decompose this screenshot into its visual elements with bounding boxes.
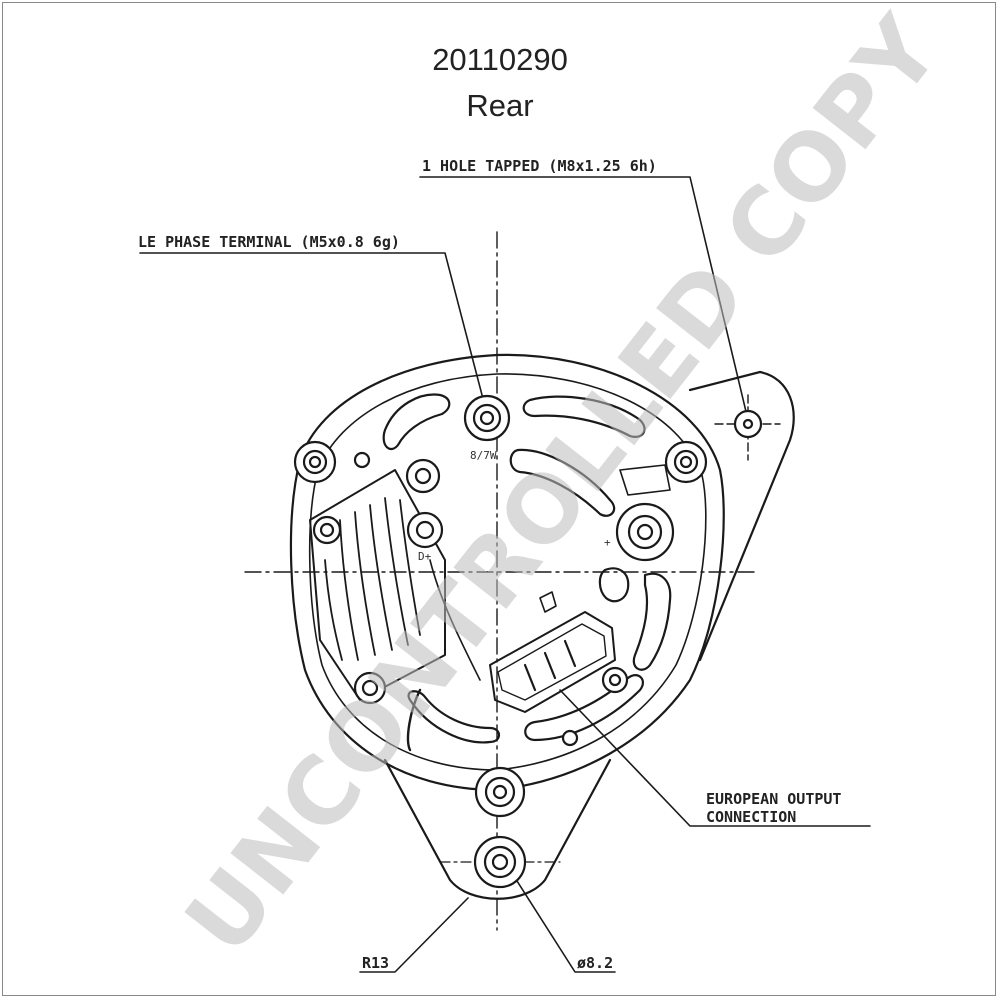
phase-terminal-label: LE PHASE TERMINAL (M5x0.8 6g) xyxy=(138,233,400,251)
european-output-connector xyxy=(489,611,616,713)
plus-mark: + xyxy=(604,536,611,549)
d-plus-mark: D+ xyxy=(418,550,432,563)
hole-tapped-label: 1 HOLE TAPPED (M8x1.25 6h) xyxy=(422,157,657,175)
tapped-hole xyxy=(733,409,763,439)
right-mount-ear xyxy=(688,370,795,662)
small-hole-left xyxy=(353,451,371,469)
leader-phase-terminal xyxy=(139,252,489,419)
d-plus-terminal xyxy=(406,511,444,549)
small-hole-bottom xyxy=(561,729,579,747)
slot-top-right xyxy=(522,395,646,438)
bottom-center-boss xyxy=(474,766,526,818)
slot-right-lower xyxy=(632,572,672,671)
uncontrolled-copy-watermark: UNCONTROLLED COPY xyxy=(165,0,961,974)
lower-mount-hole xyxy=(473,835,527,889)
housing-inner-ring xyxy=(308,373,707,771)
diameter-label: ø8.2 xyxy=(577,954,613,972)
part-number-title: 20110290 xyxy=(432,42,568,77)
top-right-mount-boss xyxy=(664,440,708,484)
slot-top-left xyxy=(382,393,451,451)
slot-bottom-center xyxy=(524,674,644,742)
view-label: Rear xyxy=(466,88,534,123)
housing-outline xyxy=(289,353,725,792)
regulator-block xyxy=(309,469,446,701)
lower-left-screw xyxy=(353,671,387,705)
european-output-label-2: CONNECTION xyxy=(706,808,796,826)
w-phase-terminal xyxy=(463,394,511,442)
top-left-mount-boss xyxy=(293,440,337,484)
connector-screw xyxy=(601,666,629,694)
leader-diameter xyxy=(509,869,616,973)
european-output-label-1: EUROPEAN OUTPUT xyxy=(706,790,841,808)
slot-right-upper xyxy=(509,448,616,517)
regulator-screw-top xyxy=(405,458,441,494)
leader-hole-tapped xyxy=(419,176,749,421)
b-plus-terminal xyxy=(615,502,675,562)
leader-radius xyxy=(359,897,469,973)
radius-label: R13 xyxy=(362,954,389,972)
regulator-screw-left xyxy=(312,515,342,545)
slot-center-small xyxy=(598,567,630,603)
w-terminal-mark: 8/7W xyxy=(470,449,497,462)
lower-mount-ear xyxy=(383,758,612,900)
leader-european-output xyxy=(559,689,871,827)
regulator-fins xyxy=(324,497,421,661)
